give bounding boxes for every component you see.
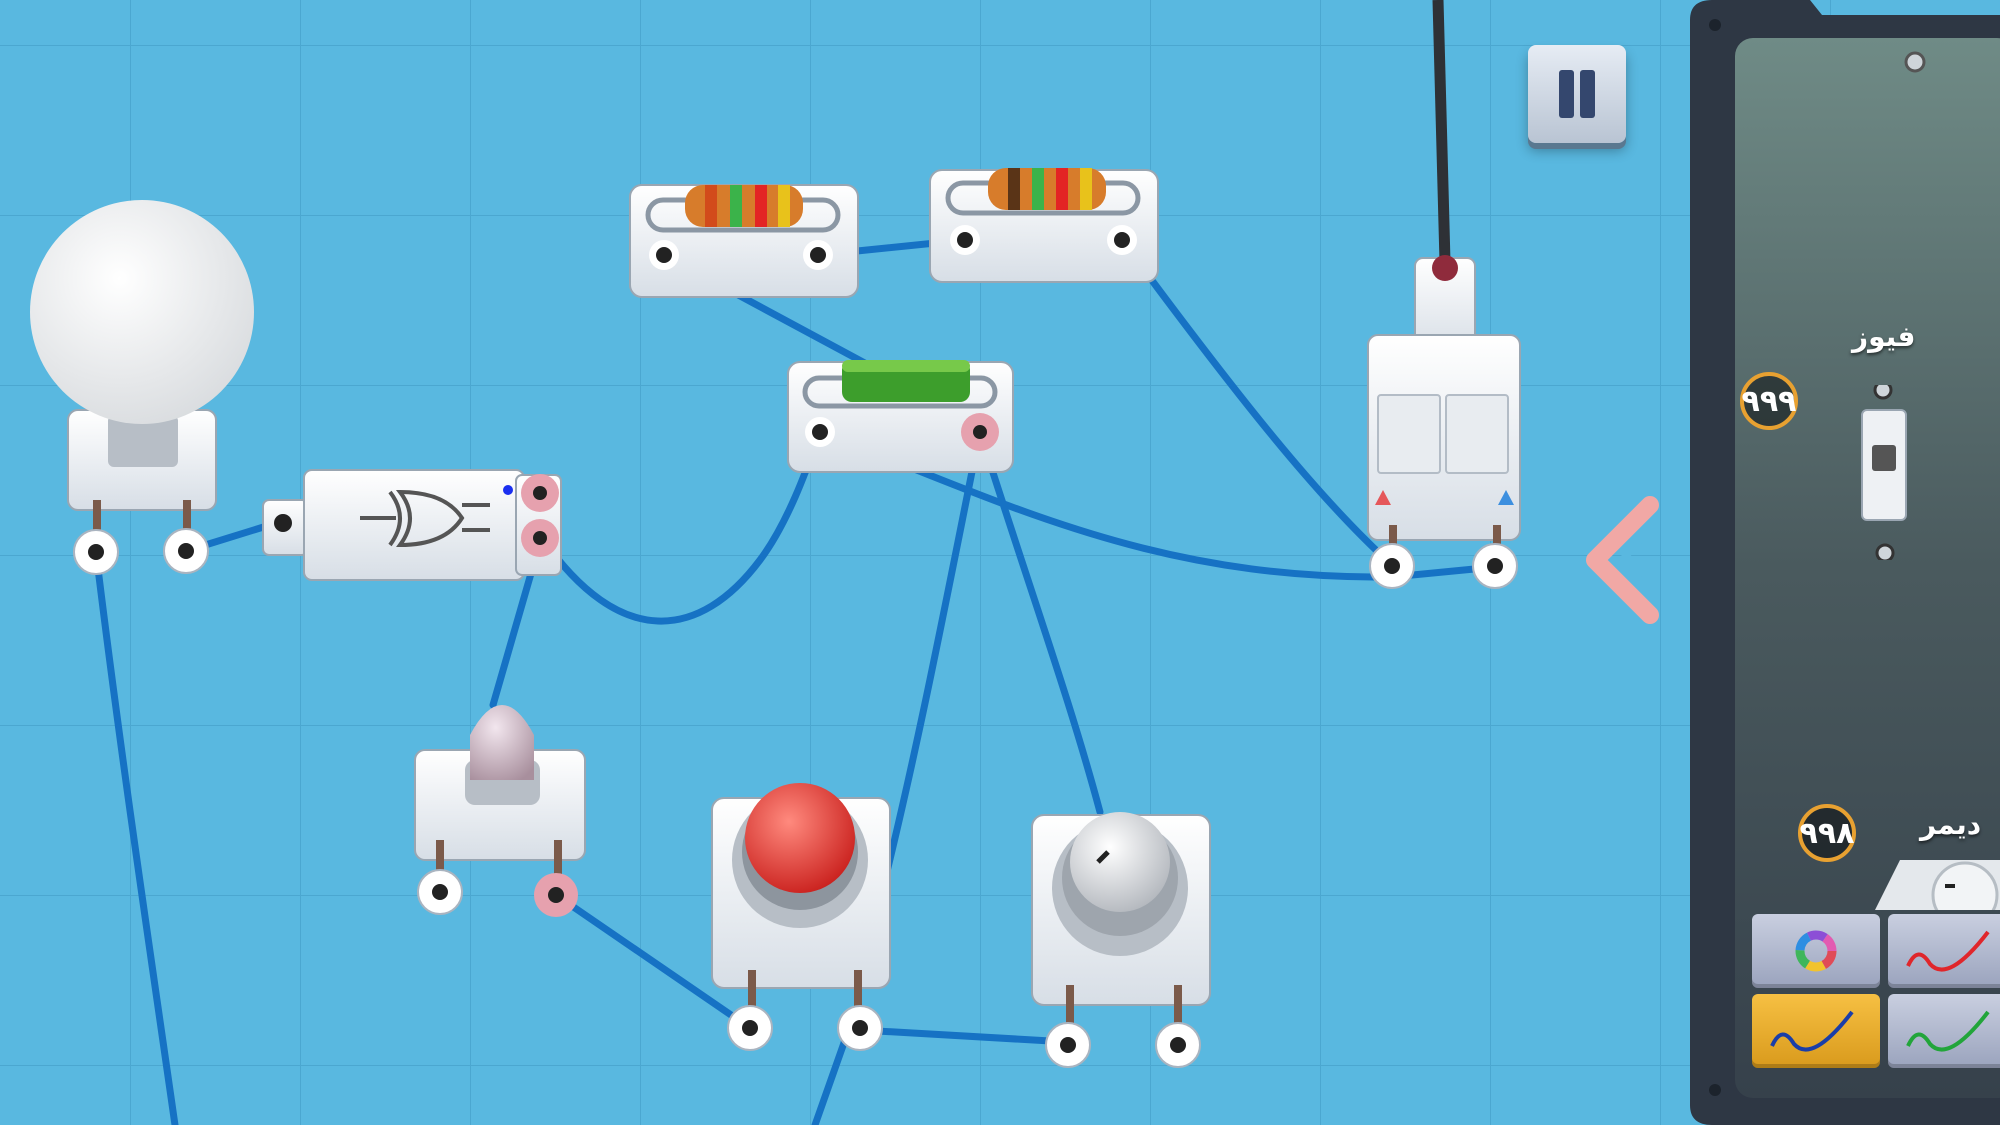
red-wire-icon (1906, 930, 1990, 972)
wire[interactable] (976, 428, 1104, 816)
red-wire-button[interactable] (1888, 914, 2000, 988)
resistor[interactable] (629, 184, 859, 298)
push-button[interactable] (711, 783, 891, 1051)
wire[interactable] (552, 891, 754, 1032)
inventory-label: دیمر (1920, 808, 1982, 841)
wire[interactable] (538, 428, 824, 625)
pause-button[interactable] (1528, 45, 1626, 143)
power-plug[interactable] (1367, 255, 1521, 589)
pause-icon (1559, 70, 1574, 118)
inventory-label: فیوز (1852, 320, 1916, 353)
indicator-led[interactable] (414, 705, 586, 917)
blue-wire-button[interactable] (1752, 994, 1880, 1068)
wire-color-picker-button[interactable] (1752, 914, 1880, 988)
green-wire-icon (1906, 1010, 1990, 1052)
dimmer-icon[interactable] (1865, 850, 2000, 929)
bulb[interactable] (30, 200, 254, 575)
fuse-resistor[interactable] (787, 360, 1014, 473)
wire[interactable] (489, 566, 536, 709)
collapse-panel-button[interactable] (1580, 495, 1660, 625)
wire[interactable] (856, 1026, 1072, 1046)
wire[interactable] (1118, 236, 1396, 569)
resistor[interactable] (929, 168, 1159, 283)
xor-gate[interactable] (262, 469, 562, 581)
pause-icon (1580, 70, 1595, 118)
wire[interactable] (811, 1036, 849, 1125)
blue-wire-icon (1770, 1010, 1854, 1052)
rotary-knob[interactable] (1031, 812, 1211, 1068)
count-badge: ۹۹۸ (1798, 804, 1856, 862)
fuse-icon[interactable] (1860, 380, 1910, 564)
chevron-left-icon (1586, 496, 1659, 624)
green-wire-button[interactable] (1888, 994, 2000, 1068)
power-cable (1432, 0, 1451, 263)
inventory-panel: فیوز ۹۹۹ دیمر ۹۹۸ (1690, 0, 2000, 1125)
wire[interactable] (92, 548, 179, 1125)
wire[interactable] (876, 428, 984, 904)
xor-symbol-icon (360, 489, 490, 548)
color-wheel-icon (1795, 930, 1837, 972)
count-badge: ۹۹۹ (1740, 372, 1798, 430)
